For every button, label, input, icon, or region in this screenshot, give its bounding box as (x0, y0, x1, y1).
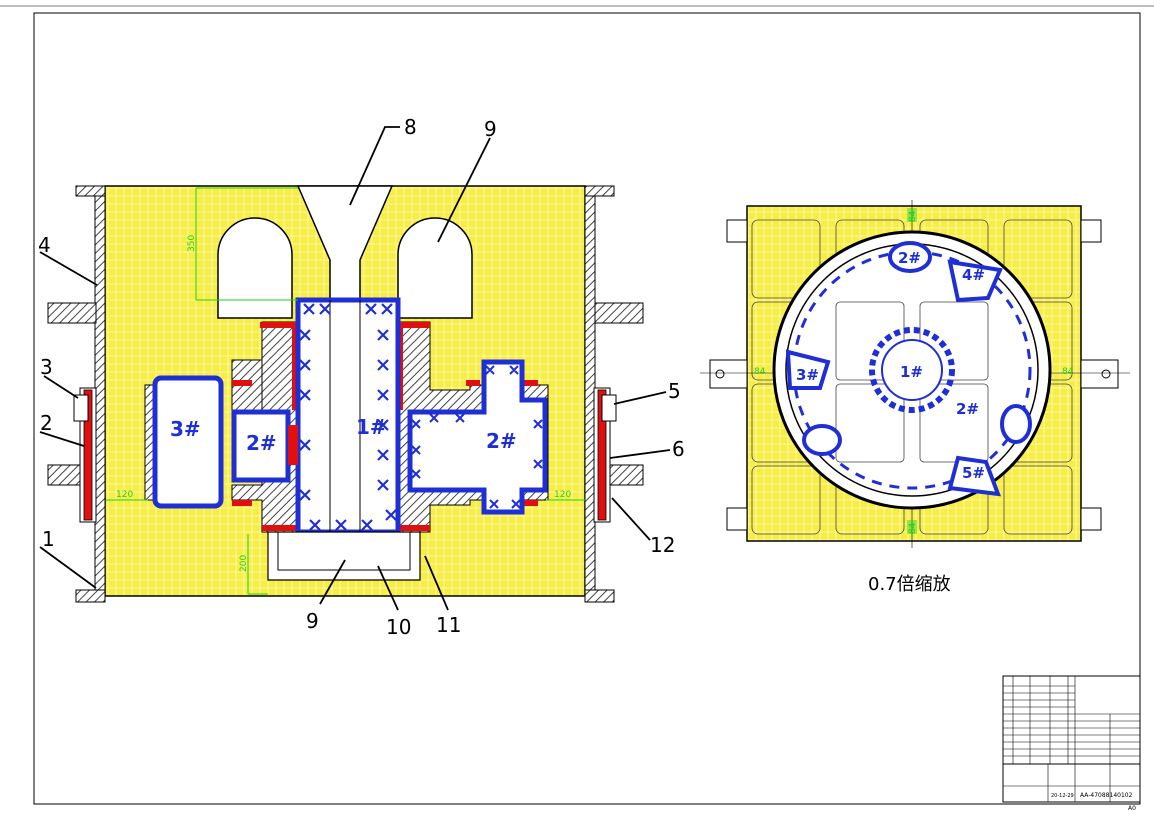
dimension-lines (106, 187, 586, 595)
dim-top-height: 350 (187, 235, 197, 252)
plan-dim-left: 84 (754, 367, 766, 377)
callout-10: 10 (386, 615, 411, 639)
bottom-runner (267, 531, 421, 581)
plan-dim-right: 84 (1062, 367, 1074, 377)
plan-tag-4: 4# (962, 266, 985, 284)
plan-tag-2: 2# (956, 400, 979, 418)
callout-5: 5 (668, 379, 681, 403)
title-date: 20-12-29 (1051, 793, 1074, 799)
center-x-marks (299, 303, 397, 531)
callout-12: 12 (650, 533, 675, 557)
dim-bottom-height: 200 (239, 555, 249, 572)
cavity-2-right (407, 359, 548, 515)
cavity-2-left (231, 409, 291, 483)
tag-left-riser: 3# (170, 417, 201, 441)
left-top-riser (217, 217, 293, 319)
callout-9-top: 9 (484, 117, 497, 141)
inner-border (33, 12, 1141, 805)
plan-dim-bottom: 84 (908, 522, 918, 534)
callout-2: 2 (40, 411, 53, 435)
title-block (1002, 675, 1141, 803)
plan-view: 1# 4# 5# 3# 2# 2# 84 84 84 84 0.7倍缩放 (700, 200, 1130, 595)
right-top-riser (397, 217, 473, 319)
dim-right-gap: 120 (554, 490, 571, 500)
scale-note: 0.7倍缩放 (868, 574, 951, 595)
plan-x-ring (792, 250, 1032, 490)
dim-left-gap: 120 (116, 490, 133, 500)
callout-4: 4 (38, 233, 51, 257)
cavity-1 (295, 297, 401, 535)
plan-tag-top-small: 2# (898, 249, 921, 267)
tag-left-small: 2# (246, 431, 277, 455)
title-corner: A0 (1128, 805, 1136, 812)
callout-1: 1 (42, 527, 55, 551)
plan-tag-3: 3# (796, 366, 819, 384)
plan-dim-top: 84 (908, 210, 918, 222)
callout-9-bottom: 9 (306, 609, 319, 633)
title-drawing-no: AA-47088140102 (1080, 792, 1133, 799)
plan-tag-5: 5# (962, 464, 985, 482)
tag-right-branch: 2# (486, 429, 517, 453)
callout-3: 3 (40, 355, 53, 379)
cavity-3 (152, 375, 224, 509)
tag-center: 1# (356, 415, 387, 439)
section-view: 1# 3# 2# 2# 350 120 120 200 (38, 115, 685, 639)
callout-6: 6 (672, 437, 685, 461)
callout-8: 8 (404, 115, 417, 139)
leader-lines (39, 126, 671, 611)
callout-11: 11 (436, 613, 461, 637)
plan-tag-center: 1# (900, 363, 923, 381)
